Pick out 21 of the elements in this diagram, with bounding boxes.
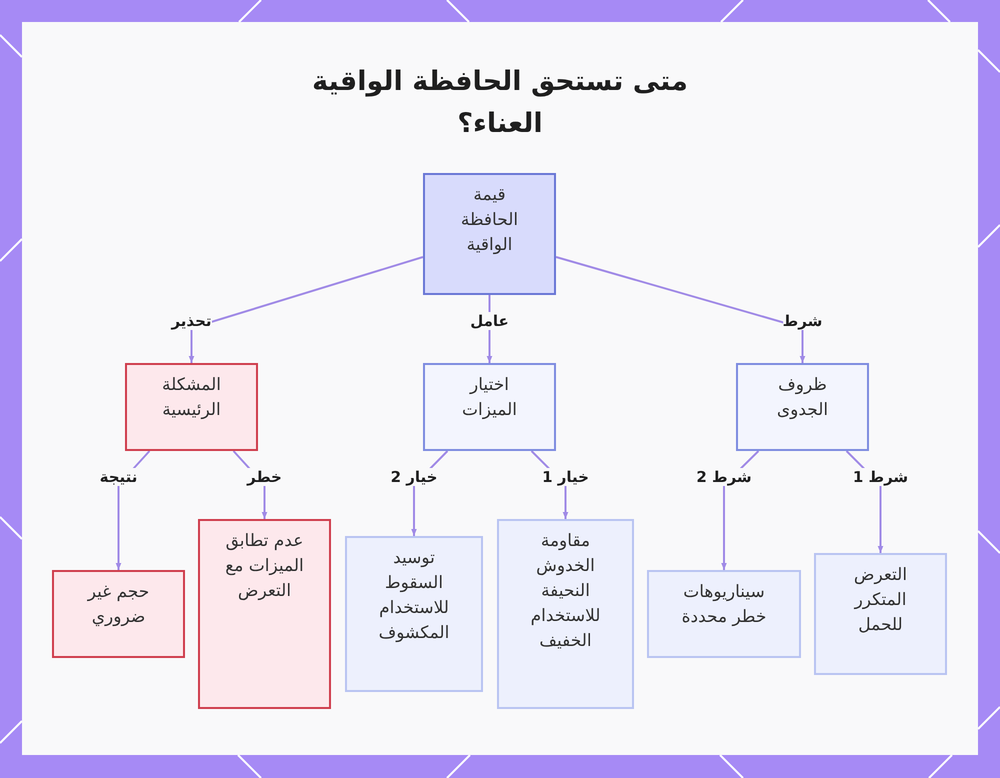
title: متى تستحق الحافظة الواقية العناء؟ bbox=[311, 65, 689, 141]
arrow bbox=[188, 256, 424, 363]
warning-box: المشكلة الرئيسية bbox=[125, 363, 258, 451]
process-box: اختيار الميزات bbox=[423, 363, 556, 451]
process-box: سيناريوهات خطر محددة bbox=[647, 570, 801, 658]
process-box: توسيد السقوط للاستخدام المكشوف bbox=[345, 536, 483, 692]
edge-label: خيار 2 bbox=[390, 468, 438, 486]
edge-label: شرط bbox=[782, 312, 822, 330]
process-box: ظروف الجدوى bbox=[736, 363, 869, 451]
warning-box: حجم غير ضروري bbox=[52, 570, 185, 658]
edge-label: خيار 1 bbox=[542, 468, 589, 486]
edge-label: شرط 1 bbox=[852, 468, 908, 486]
process-box: التعرض المتكرر للحمل bbox=[814, 553, 947, 675]
edge-label: شرط 2 bbox=[696, 468, 752, 486]
arrow bbox=[556, 256, 806, 363]
root-box: قيمة الحافظة الواقية bbox=[423, 173, 556, 295]
warning-box: عدم تطابق الميزات مع التعرض bbox=[198, 519, 331, 709]
edge-label: خطر bbox=[247, 468, 282, 486]
edge-label: نتيجة bbox=[100, 468, 138, 486]
edge-label: عامل bbox=[470, 312, 509, 330]
process-box: مقاومة الخدوش النحيفة للاستخدام الخفيف bbox=[497, 519, 634, 709]
